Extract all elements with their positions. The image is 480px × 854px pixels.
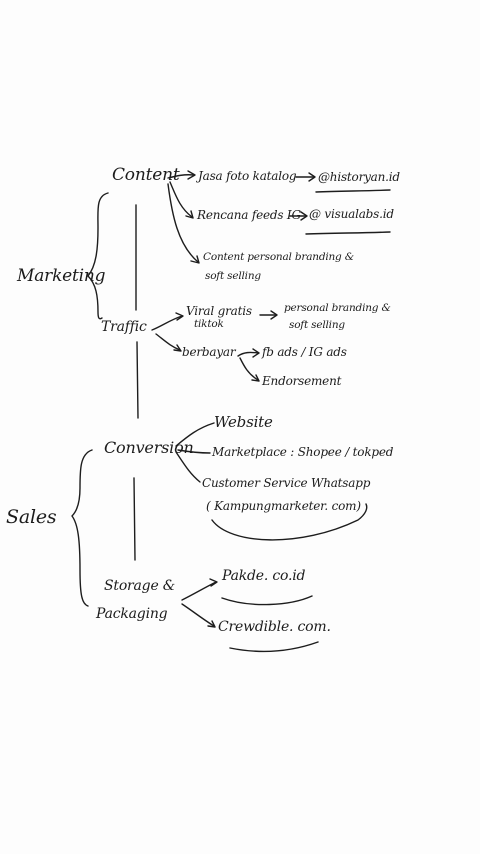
content-arrow-rencana-head [185,210,194,219]
historyan-underline [315,189,391,193]
jasa-to-target-head [308,172,316,182]
marketing-brace [87,192,109,320]
traffic-item-endorsement: Endorsement [262,374,342,388]
storage-arrow-pakde [181,581,217,601]
content-item-visualabs: @ visualabs.id [309,207,394,221]
traffic-item-ads: fb ads / IG ads [262,345,347,359]
stage-label-content: Content [112,165,180,185]
stage-label-traffic: Traffic [101,319,147,335]
conversion-swoosh [211,503,368,541]
traffic-target-personal-line2: soft selling [289,319,345,331]
conversion-item-cs: Customer Service Whatsapp [202,476,371,490]
storage-arrow-crewdible [181,603,215,627]
content-arrow-jasa-head [187,170,196,180]
conversion-item-cs-ref: ( Kampungmarketer. com) [206,499,361,513]
storage-item-crewdible: Crewdible. com. [218,619,331,635]
traffic-arrow-viral [151,315,183,331]
content-arrow-personal-head [190,255,200,264]
traffic-arrow-berbayar [155,333,181,351]
stage-label-conversion: Conversion [104,438,194,457]
traffic-item-viral: Viral gratis [186,304,252,318]
content-arrow-personal [167,183,199,263]
content-item-personal-line2: soft selling [205,270,261,282]
viral-to-target-head [270,310,278,320]
berbayar-to-endorse-arrow [239,357,259,381]
traffic-item-berbayar: berbayar [182,345,236,359]
rencana-to-target-head [300,211,308,221]
stage-label-packaging: Packaging [96,606,168,622]
content-arrow-rencana [169,181,193,218]
traffic-target-personal-line1: personal branding & [284,302,391,314]
storage-arrow-crewdible-head [207,620,216,628]
content-arrow-jasa [167,174,195,179]
berbayar-to-ads-head [252,348,260,358]
sales-brace [71,449,93,607]
spine-line-3 [133,477,136,561]
traffic-arrow-viral-head [175,312,184,321]
group-label-sales: Sales [6,506,57,528]
conversion-branch-marketplace [177,449,211,454]
conversion-item-website: Website [214,413,273,431]
content-item-personal-line1: Content personal branding & [203,251,354,263]
stage-label-storage: Storage & [104,578,176,594]
group-label-marketing: Marketing [17,266,106,286]
content-item-jasa-foto: Jasa foto katalog [198,169,297,183]
conversion-branch-website [175,422,215,447]
storage-arrow-pakde-head [209,578,218,587]
pakde-swoosh [221,595,313,606]
traffic-arrow-berbayar-head [173,344,182,352]
spine-line-2 [136,341,139,419]
berbayar-to-endorse-head [251,374,260,382]
berbayar-to-ads-arrow [237,351,259,357]
conversion-item-marketplace: Marketplace : Shopee / tokped [212,445,394,459]
content-item-rencana-feeds: Rencana feeds IG [197,208,301,222]
traffic-item-viral-tiktok: tiktok [194,318,224,330]
storage-item-pakde: Pakde. co.id [222,568,306,584]
visualabs-underline [305,231,391,235]
crewdible-swoosh [229,641,319,653]
content-item-historyan: @historyan.id [318,170,400,184]
conversion-branch-cs [175,451,201,483]
